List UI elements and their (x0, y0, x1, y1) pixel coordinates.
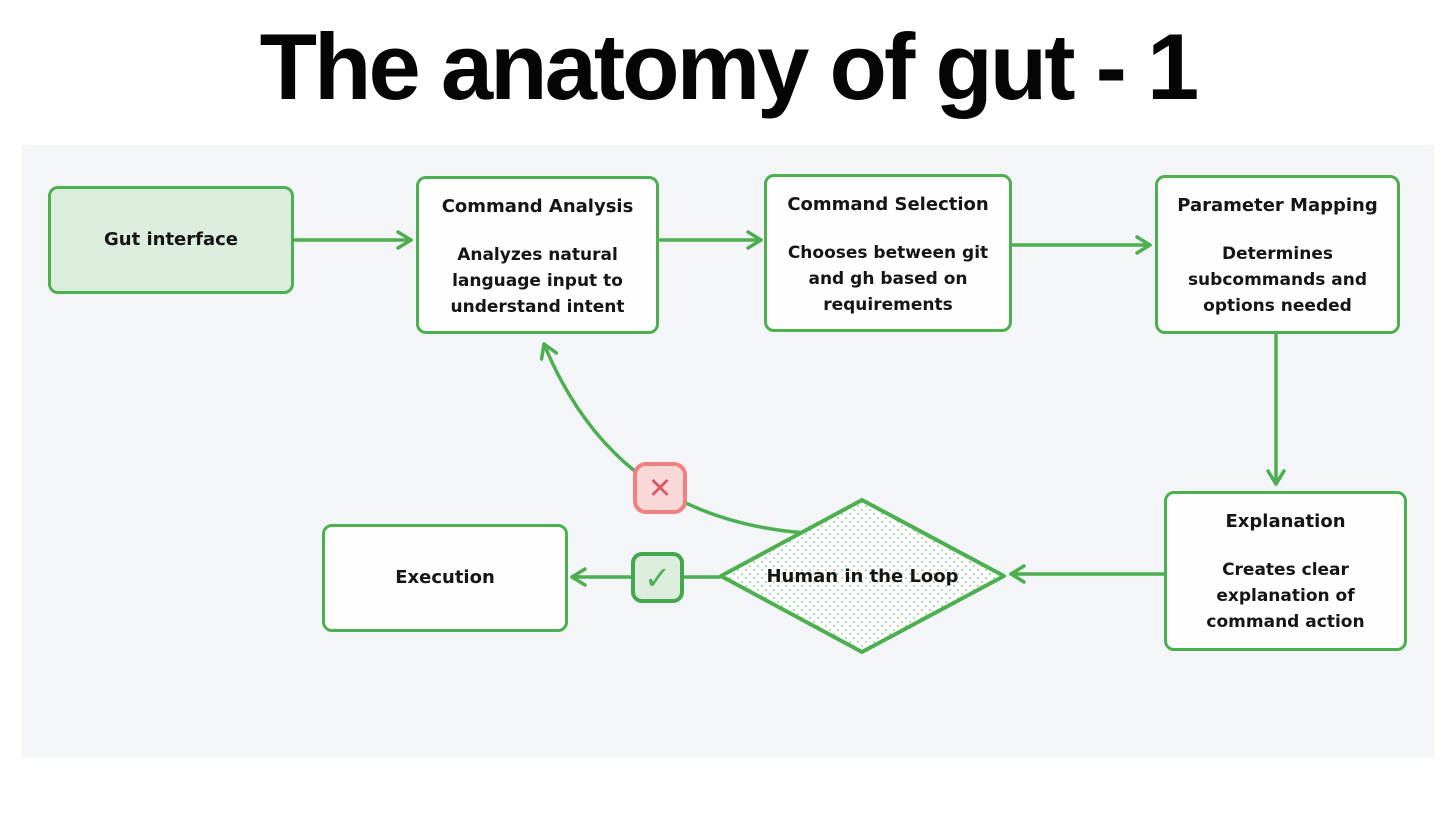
node-parameter-mapping: Parameter Mapping Determines subcommands… (1155, 175, 1400, 334)
reject-badge: ✕ (633, 462, 687, 514)
page-title: The anatomy of gut - 1 (259, 14, 1200, 119)
node-execution: Execution (322, 524, 568, 632)
human-in-the-loop-diamond (719, 498, 1006, 654)
node-title: Parameter Mapping (1177, 195, 1378, 216)
node-gut-interface: Gut interface (48, 186, 294, 294)
node-title: Human in the Loop (766, 565, 959, 587)
node-description: Creates clear explanation of command act… (1206, 560, 1365, 632)
node-title: Gut interface (104, 229, 238, 250)
node-title: Command Selection (787, 194, 989, 215)
check-icon: ✓ (644, 558, 671, 597)
node-description: Chooses between git and gh based on requ… (787, 243, 989, 315)
node-title: Execution (395, 567, 495, 588)
node-human-in-the-loop: Human in the Loop (721, 500, 1004, 652)
node-command-selection: Command Selection Chooses between git an… (764, 174, 1012, 332)
node-description: Analyzes natural language input to under… (450, 245, 625, 317)
node-explanation: Explanation Creates clear explanation of… (1164, 491, 1407, 651)
node-command-analysis: Command Analysis Analyzes natural langua… (416, 176, 659, 334)
approve-badge: ✓ (631, 552, 684, 603)
node-title: Explanation (1225, 511, 1346, 532)
node-title: Command Analysis (441, 196, 634, 217)
x-icon: ✕ (647, 471, 673, 505)
node-description: Determines subcommands and options neede… (1187, 244, 1368, 316)
